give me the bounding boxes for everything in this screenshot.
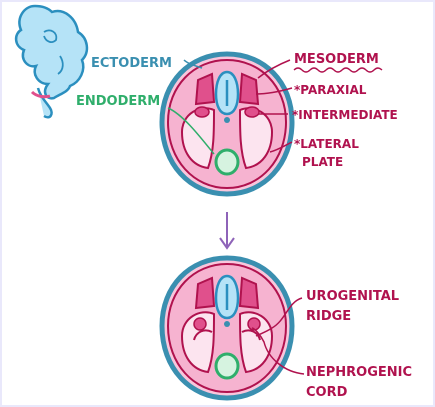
paraxial-label: *PARAXIAL	[294, 83, 367, 97]
nephrogenic-label: NEPHROGENIC	[306, 365, 412, 380]
intermediate-left	[195, 107, 209, 117]
intermediate-label: *INTERMEDIATE	[292, 108, 398, 122]
down-arrow-icon	[220, 212, 234, 248]
lateral-label: *LATERAL	[294, 137, 359, 151]
cord-label: CORD	[306, 385, 348, 400]
endoderm-label: ENDODERM	[76, 94, 160, 109]
mesoderm-label: MESODERM	[294, 52, 379, 67]
ridge-label: RIDGE	[306, 309, 351, 324]
mesoderm-underline	[294, 68, 382, 72]
gut-tube	[216, 150, 238, 174]
ectoderm-label: ECTODERM	[91, 56, 172, 71]
nephrogenic-cord-left	[194, 318, 206, 330]
intermediate-right	[245, 107, 259, 117]
plate-label: PLATE	[302, 155, 343, 169]
urogenital-label: UROGENITAL	[306, 289, 399, 304]
cross-section-top	[162, 54, 292, 194]
